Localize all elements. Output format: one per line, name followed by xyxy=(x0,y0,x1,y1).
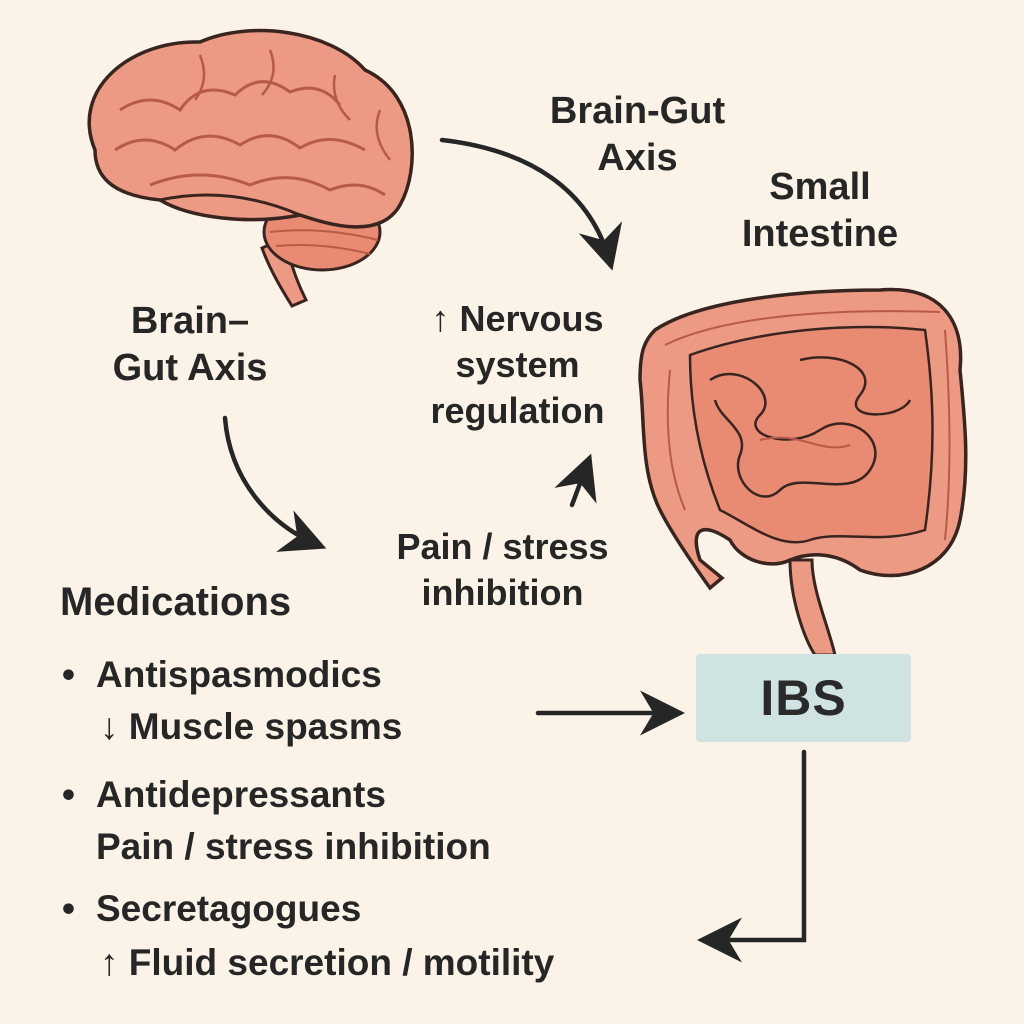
arrows xyxy=(222,137,807,963)
medication-effect-antidepressants: Pain / stress inhibition xyxy=(96,826,491,867)
bullet: • xyxy=(62,654,75,695)
up-arrow-icon: ↑ xyxy=(100,942,119,983)
brain-gut-axis-label-top: Brain-Gut Axis xyxy=(549,90,726,179)
medication-item-secretagogues: •Secretagogues xyxy=(62,888,362,929)
ibs-box: IBS xyxy=(696,654,911,742)
brain-gut-axis-label-left: Brain– Gut Axis xyxy=(112,300,268,389)
intestine-illustration xyxy=(638,287,968,657)
medication-effect-antispasmodics: ↓ Muscle spasms xyxy=(100,706,403,747)
arrow-pain-to-nervous xyxy=(554,453,597,508)
arrow-brain-to-nervous xyxy=(439,137,623,271)
medications-section: Medications xyxy=(60,580,700,638)
arrow-ibs-to-secretagogues xyxy=(697,749,807,963)
brain-illustration xyxy=(87,28,414,308)
pain-stress-inhibition-label: Pain / stress inhibition xyxy=(396,526,609,613)
down-arrow-icon: ↓ xyxy=(100,706,119,747)
medication-effect-secretagogues: ↑ Fluid secretion / motility xyxy=(100,942,555,983)
medications-title: Medications xyxy=(60,580,292,624)
medication-item-antidepressants: •Antidepressants xyxy=(62,774,386,815)
small-intestine-label: Small Intestine xyxy=(741,166,899,255)
medication-item-antispasmodics: •Antispasmodics xyxy=(62,654,382,695)
bullet: • xyxy=(62,888,75,929)
bullet: • xyxy=(62,774,75,815)
arrow-axis-to-pain xyxy=(222,415,327,552)
nervous-system-regulation-label: ↑ Nervous system regulation xyxy=(430,298,605,431)
up-arrow-icon: ↑ xyxy=(431,298,450,339)
